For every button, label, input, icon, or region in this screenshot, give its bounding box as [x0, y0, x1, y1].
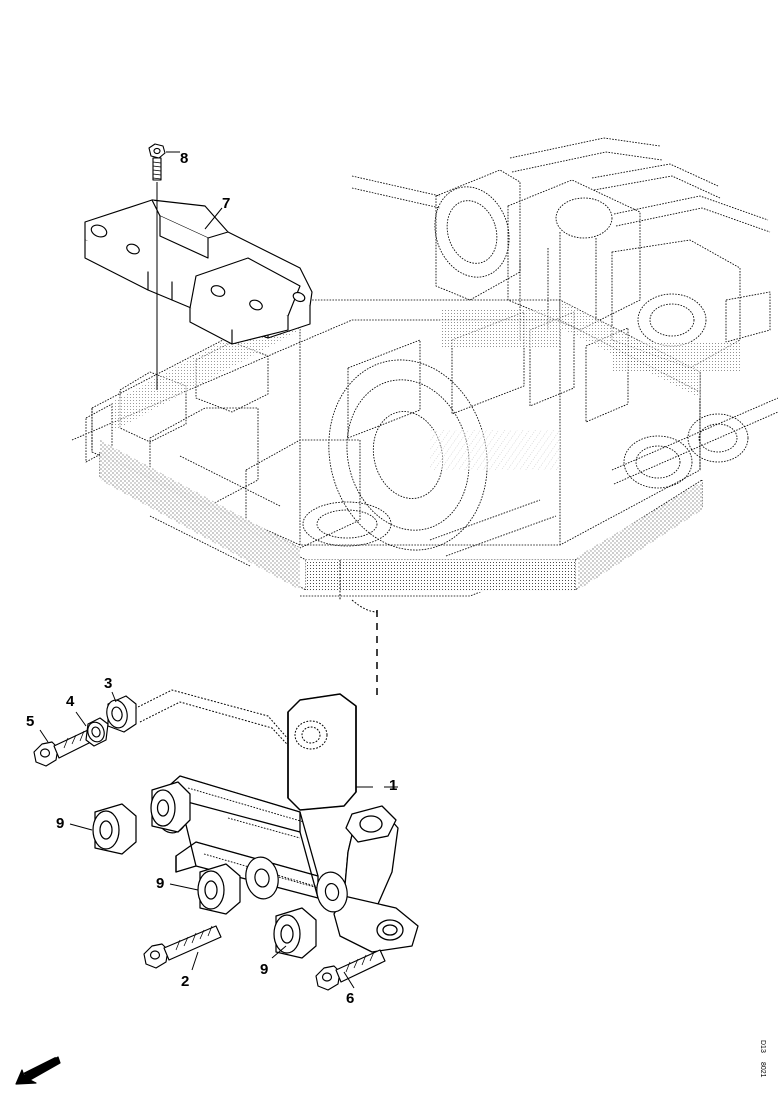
callout-1: 1 — [389, 777, 398, 794]
callout-9-a: 9 — [56, 815, 65, 832]
callout-5: 5 — [26, 713, 35, 730]
part-2-bolt — [143, 925, 222, 969]
callout-3: 3 — [104, 675, 113, 692]
drawing-code-watermark: D13 — [759, 1040, 766, 1053]
callout-9-b: 9 — [156, 875, 165, 892]
callout-2: 2 — [181, 973, 190, 990]
drawing-code-watermark-2: 8021 — [759, 1062, 766, 1078]
callout-leaders — [39, 691, 398, 989]
callout-7: 7 — [222, 195, 231, 212]
callout-8: 8 — [180, 150, 189, 167]
part-6-bolt — [315, 949, 386, 991]
callout-6: 6 — [346, 990, 355, 1007]
callout-4: 4 — [66, 693, 75, 710]
parts-5-4-3-cluster — [33, 695, 137, 767]
callout-9-c: 9 — [260, 961, 269, 978]
part-9-bushings — [92, 781, 317, 959]
